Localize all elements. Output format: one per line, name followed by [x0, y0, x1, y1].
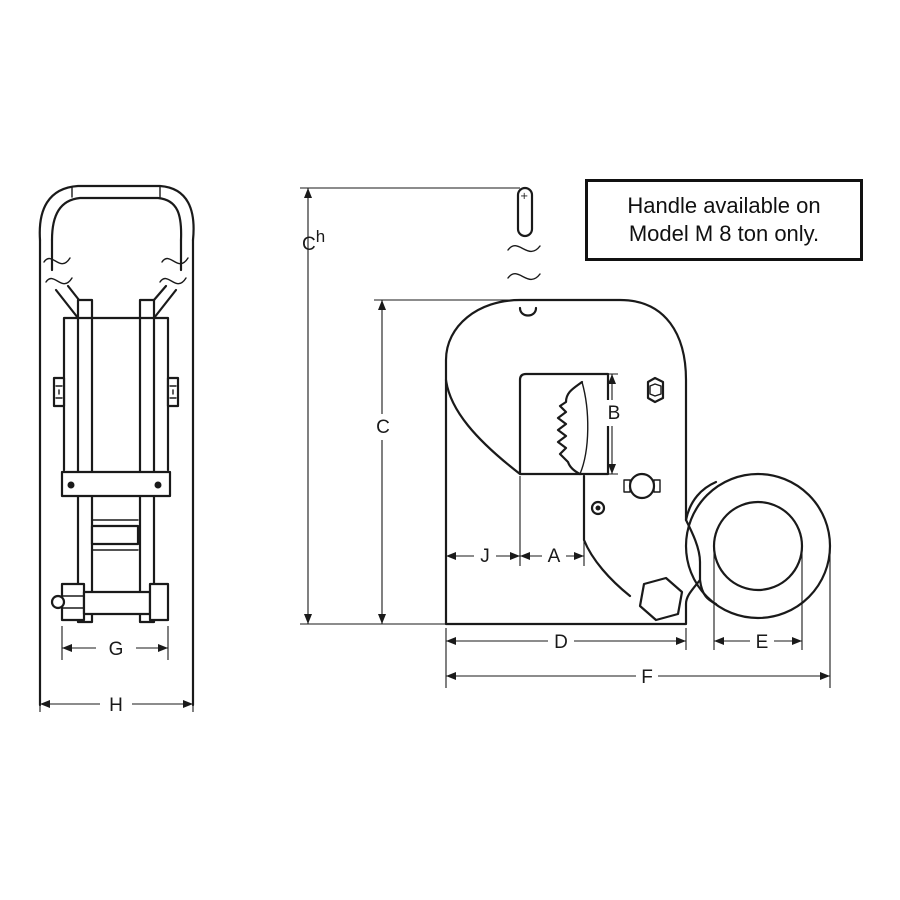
- front-hex-nut-inner: [649, 383, 662, 397]
- dim-ch-label: Ch: [302, 227, 325, 255]
- front-handle-base: [518, 306, 538, 317]
- dim-c-label: C: [376, 417, 390, 438]
- dim-f: F: [446, 546, 831, 689]
- dim-c: C: [372, 299, 520, 624]
- side-break-mark-right: [159, 257, 189, 285]
- side-handle-outer: [38, 184, 195, 242]
- side-crossbar: [60, 470, 172, 498]
- dim-d: D: [445, 628, 687, 688]
- handle-note-line-1: Handle available on: [627, 193, 821, 218]
- dim-b: B: [584, 373, 623, 475]
- side-nut-left-detail: [55, 385, 63, 399]
- front-wing-nut: [628, 472, 656, 500]
- dim-j-label: J: [480, 546, 490, 567]
- front-bottom-bolt: [638, 576, 684, 622]
- front-ring-inner: [712, 500, 804, 592]
- side-bolt-head-detail: [61, 595, 85, 609]
- dim-f-label: F: [641, 667, 653, 688]
- front-wing-nut-wings: [623, 479, 661, 493]
- dim-b-label: B: [608, 403, 621, 424]
- side-view: [38, 184, 195, 707]
- front-ring-outer: [684, 472, 832, 620]
- dim-g-label: G: [109, 639, 124, 660]
- side-break-mark-left: [43, 257, 73, 285]
- side-cam-lines: [91, 519, 139, 551]
- side-handle-leg-right: [179, 238, 195, 707]
- side-nut-right-detail: [169, 385, 177, 399]
- dim-ch: Ch: [300, 187, 520, 625]
- front-body: [444, 298, 702, 626]
- front-throat: [444, 372, 610, 476]
- side-bolt-hole-left: [67, 481, 75, 489]
- front-cam-edge: [579, 381, 589, 475]
- handle-note-box: Handle available on Model M 8 ton only.: [585, 179, 863, 261]
- front-handle-break-2: [507, 273, 541, 281]
- side-bolt-hole-right: [154, 481, 162, 489]
- side-cam: [90, 524, 140, 546]
- side-handle-leg-left: [38, 238, 54, 707]
- side-bolt-nut-right: [148, 582, 170, 622]
- dim-g: G: [61, 626, 169, 660]
- side-bolt-cap: [50, 594, 66, 610]
- front-handle: [516, 186, 534, 238]
- front-hex-nut: [646, 376, 665, 404]
- side-plate-left: [76, 298, 94, 624]
- dim-h-label: H: [109, 695, 123, 716]
- dim-a-label: A: [548, 546, 561, 567]
- front-handle-plus: +: [520, 191, 528, 202]
- side-bolt-head-left: [60, 582, 86, 622]
- front-jaw-line: [582, 474, 632, 598]
- dim-e-label: E: [756, 632, 769, 653]
- front-cam-teeth: [556, 380, 584, 476]
- dim-d-label: D: [554, 632, 568, 653]
- side-plate-right: [138, 298, 156, 624]
- handle-note-line-2: Model M 8 ton only.: [628, 221, 820, 246]
- side-handle-grip: [71, 186, 161, 198]
- side-bolt-shaft: [82, 590, 152, 616]
- dim-j-a: J A: [446, 476, 585, 569]
- dim-e: E: [713, 546, 803, 654]
- side-handle-inner: [50, 196, 183, 242]
- dim-h: H: [39, 690, 194, 716]
- front-handle-break-1: [507, 245, 541, 253]
